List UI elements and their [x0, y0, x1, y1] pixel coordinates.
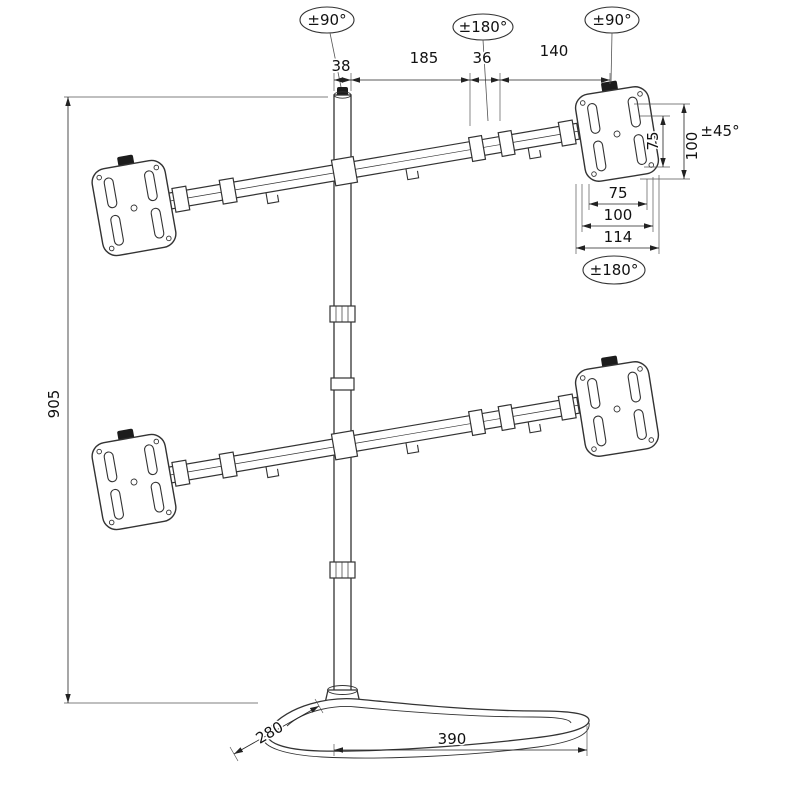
- dim-185-label: 185: [410, 49, 439, 67]
- angle-arm-label: ±180°: [459, 18, 508, 36]
- lower-arm: [167, 391, 582, 495]
- dim-390-label: 390: [438, 730, 467, 748]
- pole-collars: [329, 305, 356, 579]
- angle-badge-rotate: ±180°: [582, 255, 646, 285]
- dim-top-chain: 38 185 36 140: [330, 41, 611, 126]
- vesa-plate-bottom-left: [87, 422, 179, 533]
- dim-38-label: 38: [331, 57, 350, 75]
- angle-rotate-label: ±180°: [590, 261, 639, 279]
- dim-vesa-vertical: 75 100: [634, 103, 703, 180]
- angle-badge-vesa: ±90°: [584, 6, 640, 83]
- dim-36-label: 36: [472, 49, 491, 67]
- vesa-plate-top-left: [87, 148, 179, 259]
- dim-114-label: 114: [604, 228, 633, 246]
- dim-height: 905: [44, 96, 328, 704]
- dim-905-label: 905: [45, 390, 63, 419]
- dim-h100-label: 100: [604, 206, 633, 224]
- dim-v75-label: 75: [644, 131, 662, 150]
- angle-badge-pole: ±90°: [299, 6, 355, 88]
- angle-badge-arm: ±180°: [452, 13, 514, 122]
- dim-140-label: 140: [540, 42, 569, 60]
- upper-arm: [167, 117, 582, 221]
- dim-h75-label: 75: [608, 184, 627, 202]
- angle-tilt-label: ±45°: [700, 122, 739, 140]
- dim-v100-label: 100: [683, 132, 701, 161]
- angle-pole-label: ±90°: [307, 11, 346, 29]
- dim-vesa-horizontal: 75 100 114: [575, 175, 660, 254]
- vesa-plate-bottom-right: [571, 350, 662, 459]
- angle-vesa-label: ±90°: [592, 11, 631, 29]
- dim-base-width: 390: [333, 726, 588, 756]
- base: [262, 685, 590, 759]
